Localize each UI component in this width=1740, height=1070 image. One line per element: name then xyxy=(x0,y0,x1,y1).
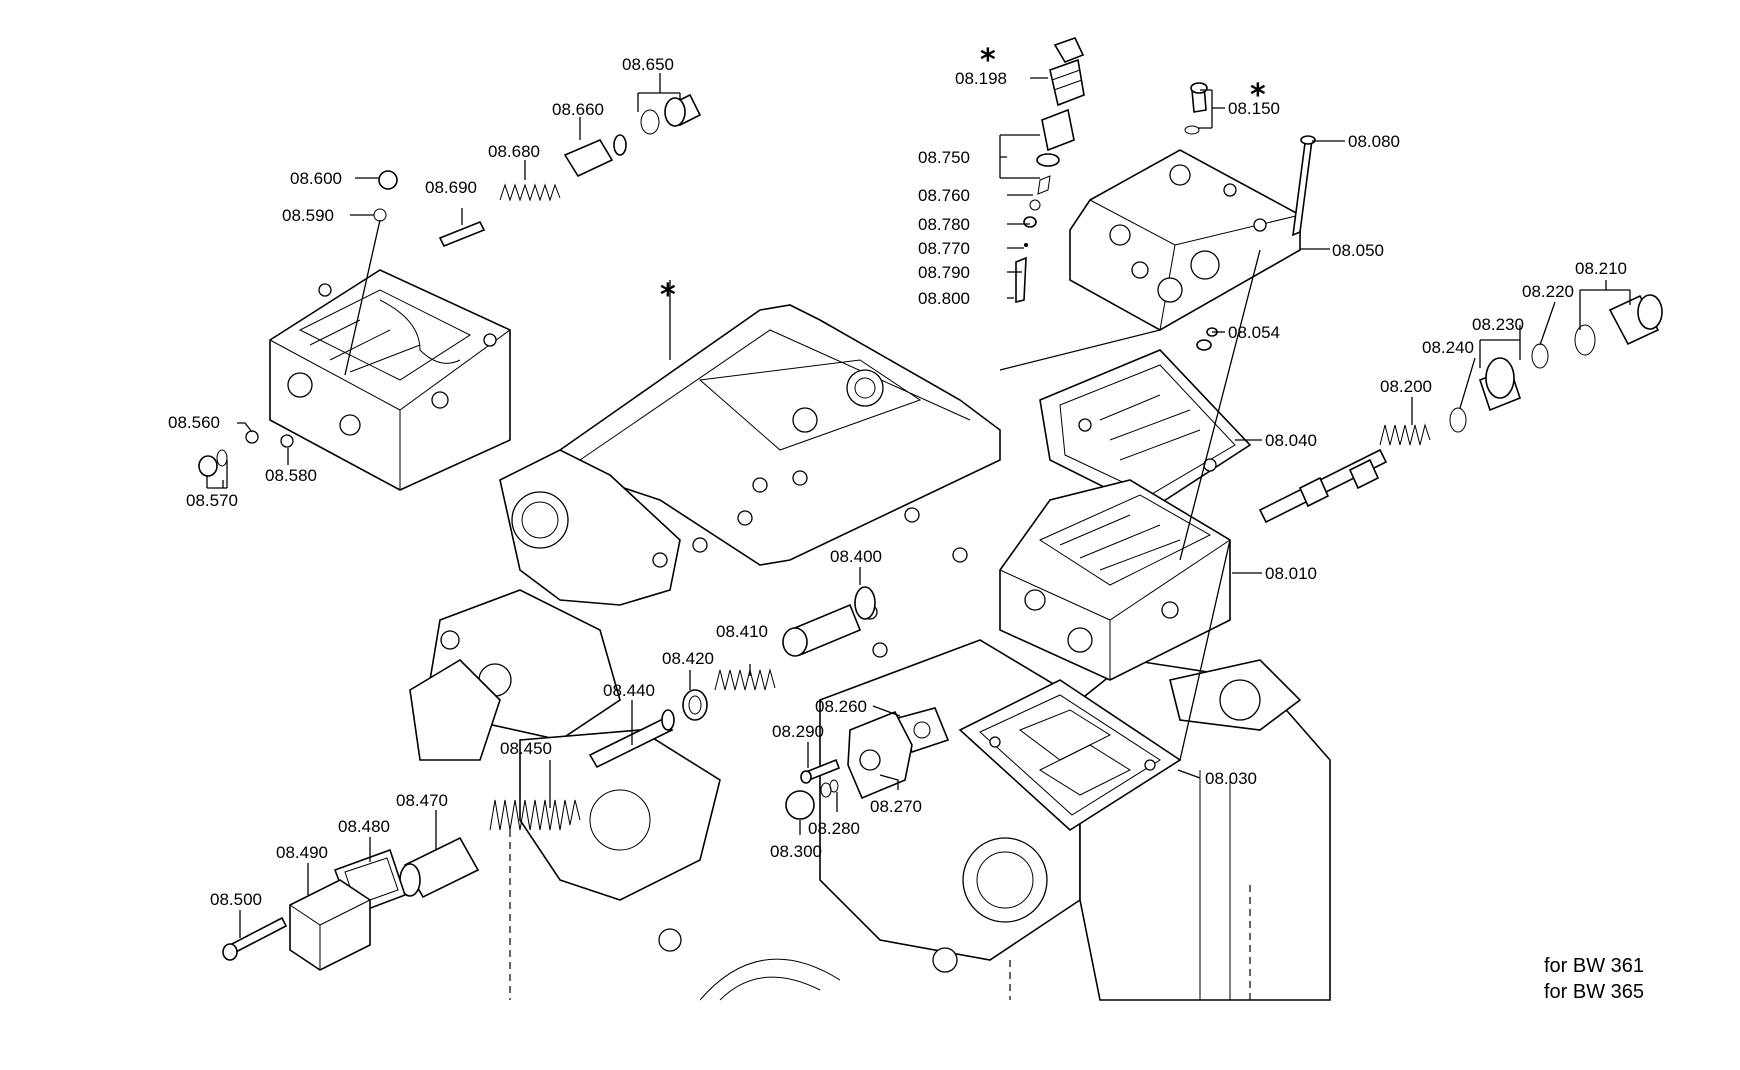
valve-body-upper-left xyxy=(269,269,511,491)
label-08300: 08.300 xyxy=(770,842,822,861)
label-08570: 08.570 xyxy=(186,491,238,510)
label-08220: 08.220 xyxy=(1522,282,1574,301)
label-08260: 08.260 xyxy=(815,697,867,716)
label-08080: 08.080 xyxy=(1348,132,1400,151)
label-08790: 08.790 xyxy=(918,263,970,282)
leader-lines xyxy=(206,73,1631,938)
label-08050: 08.050 xyxy=(1332,241,1384,260)
label-08198: 08.198 xyxy=(955,69,1007,88)
label-08660: 08.660 xyxy=(552,100,604,119)
label-08410: 08.410 xyxy=(716,622,768,641)
label-08560: 08.560 xyxy=(168,413,220,432)
right-valve-parts xyxy=(1258,294,1663,524)
note-line-1: for BW 361 xyxy=(1544,955,1644,977)
upper-left-valve-parts xyxy=(198,93,702,477)
label-08770: 08.770 xyxy=(918,239,970,258)
label-08690: 08.690 xyxy=(425,178,477,197)
label-08280: 08.280 xyxy=(808,819,860,838)
label-08200: 08.200 xyxy=(1380,377,1432,396)
part-labels: 08.650 08.660 08.680 08.690 08.600 08.59… xyxy=(168,55,1627,909)
label-08010: 08.010 xyxy=(1265,564,1317,583)
label-08230: 08.230 xyxy=(1472,315,1524,334)
label-08600: 08.600 xyxy=(290,169,342,188)
label-08290: 08.290 xyxy=(772,722,824,741)
middle-small-parts xyxy=(785,707,950,820)
asterisk-marker-housing: * xyxy=(660,278,676,313)
label-08054: 08.054 xyxy=(1228,323,1280,342)
label-08650: 08.650 xyxy=(622,55,674,74)
label-08500: 08.500 xyxy=(210,890,262,909)
label-08210: 08.210 xyxy=(1575,259,1627,278)
asterisk-marker-screw-plug: * xyxy=(1250,78,1266,113)
label-08440: 08.440 xyxy=(603,681,655,700)
lower-left-valve-parts xyxy=(222,586,876,971)
cover-plate xyxy=(1069,149,1301,331)
label-08760: 08.760 xyxy=(918,186,970,205)
label-08420: 08.420 xyxy=(662,649,714,668)
label-08270: 08.270 xyxy=(870,797,922,816)
label-08590: 08.590 xyxy=(282,206,334,225)
transmission-housing xyxy=(409,304,1331,1001)
label-08480: 08.480 xyxy=(338,817,390,836)
label-08030: 08.030 xyxy=(1205,769,1257,788)
label-08800: 08.800 xyxy=(918,289,970,308)
label-08040: 08.040 xyxy=(1265,431,1317,450)
label-08680: 08.680 xyxy=(488,142,540,161)
label-08780: 08.780 xyxy=(918,215,970,234)
label-08750: 08.750 xyxy=(918,148,970,167)
label-08240: 08.240 xyxy=(1422,338,1474,357)
note-line-2: for BW 365 xyxy=(1544,981,1644,1003)
label-08490: 08.490 xyxy=(276,843,328,862)
gasket-upper xyxy=(1039,349,1252,511)
valve-body-center xyxy=(999,479,1231,681)
sensor-parts xyxy=(1015,37,1316,351)
applicability-notes: for BW 361 for BW 365 xyxy=(1544,955,1644,1003)
asterisk-marker-sensor: * xyxy=(980,43,996,78)
label-08400: 08.400 xyxy=(830,547,882,566)
label-08470: 08.470 xyxy=(396,791,448,810)
label-08450: 08.450 xyxy=(500,739,552,758)
label-08580: 08.580 xyxy=(265,466,317,485)
label-08150: 08.150 xyxy=(1228,99,1280,118)
